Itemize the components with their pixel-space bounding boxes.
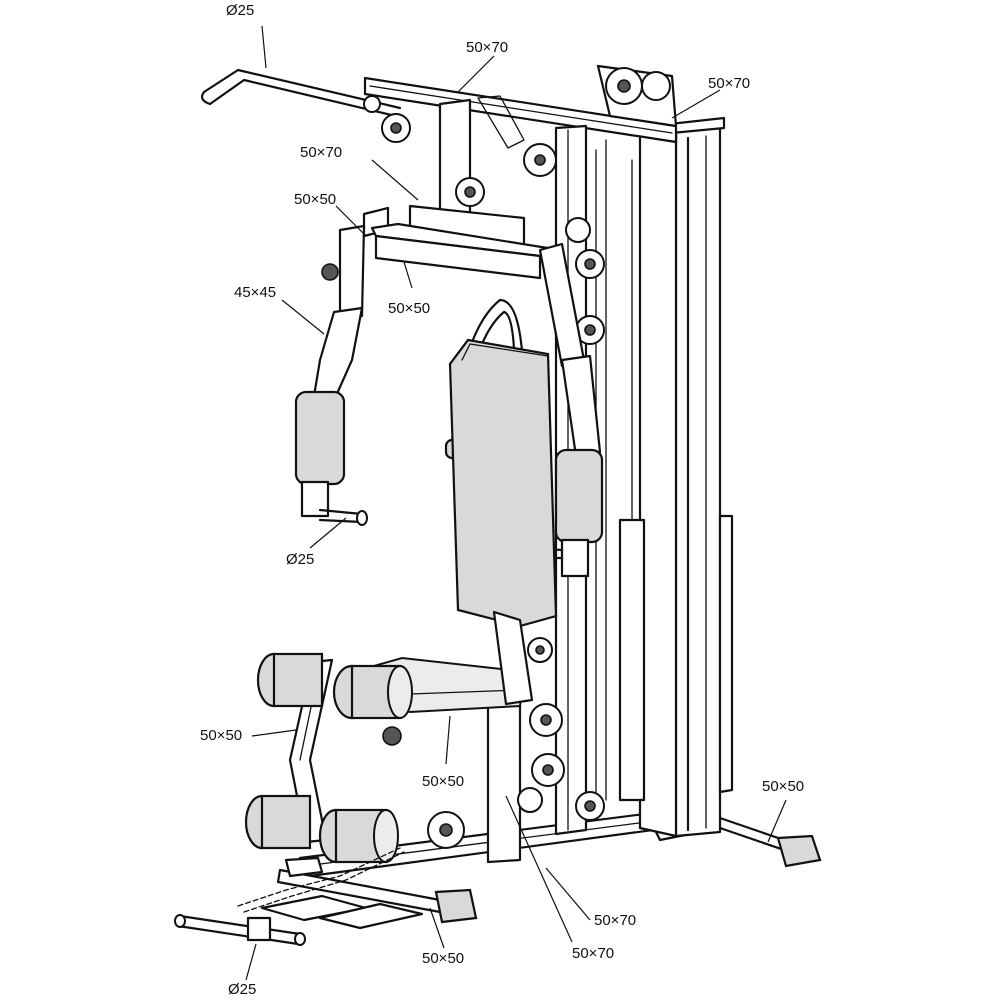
label-beam-top: 50×70 — [466, 39, 508, 56]
label-leg-frame: 50×50 — [200, 727, 242, 744]
left-press-arm — [294, 263, 368, 526]
label-arm-tube: 45×45 — [234, 284, 276, 301]
foot-bar — [174, 914, 306, 946]
lower-pulleys — [517, 703, 605, 821]
label-rear-base: 50×50 — [762, 778, 804, 795]
label-crossbeam: 50×50 — [388, 300, 430, 317]
label-seat-post: 50×50 — [422, 773, 464, 790]
label-front-base: 50×50 — [422, 950, 464, 967]
leg-extension — [244, 652, 465, 864]
lat-bar — [200, 68, 411, 143]
dimension-labels: Ø25 50×70 50×70 50×70 50×50 50×50 45×45 … — [200, 2, 804, 998]
label-main-base-1: 50×70 — [594, 912, 636, 929]
label-column-top: 50×70 — [708, 75, 750, 92]
label-bar-top: Ø25 — [226, 2, 254, 19]
label-foot-bar: Ø25 — [228, 981, 256, 998]
arm-frame — [338, 206, 586, 368]
leader-lines — [245, 25, 787, 981]
weight-stack — [595, 139, 734, 811]
top-beam — [363, 64, 678, 144]
backrest-pad — [448, 338, 558, 628]
label-main-base-2: 50×70 — [572, 945, 614, 962]
label-press-crossbar: 50×70 — [300, 144, 342, 161]
footplate — [237, 847, 424, 930]
label-arm-frame: 50×50 — [294, 191, 336, 208]
label-press-handle: Ø25 — [286, 551, 314, 568]
